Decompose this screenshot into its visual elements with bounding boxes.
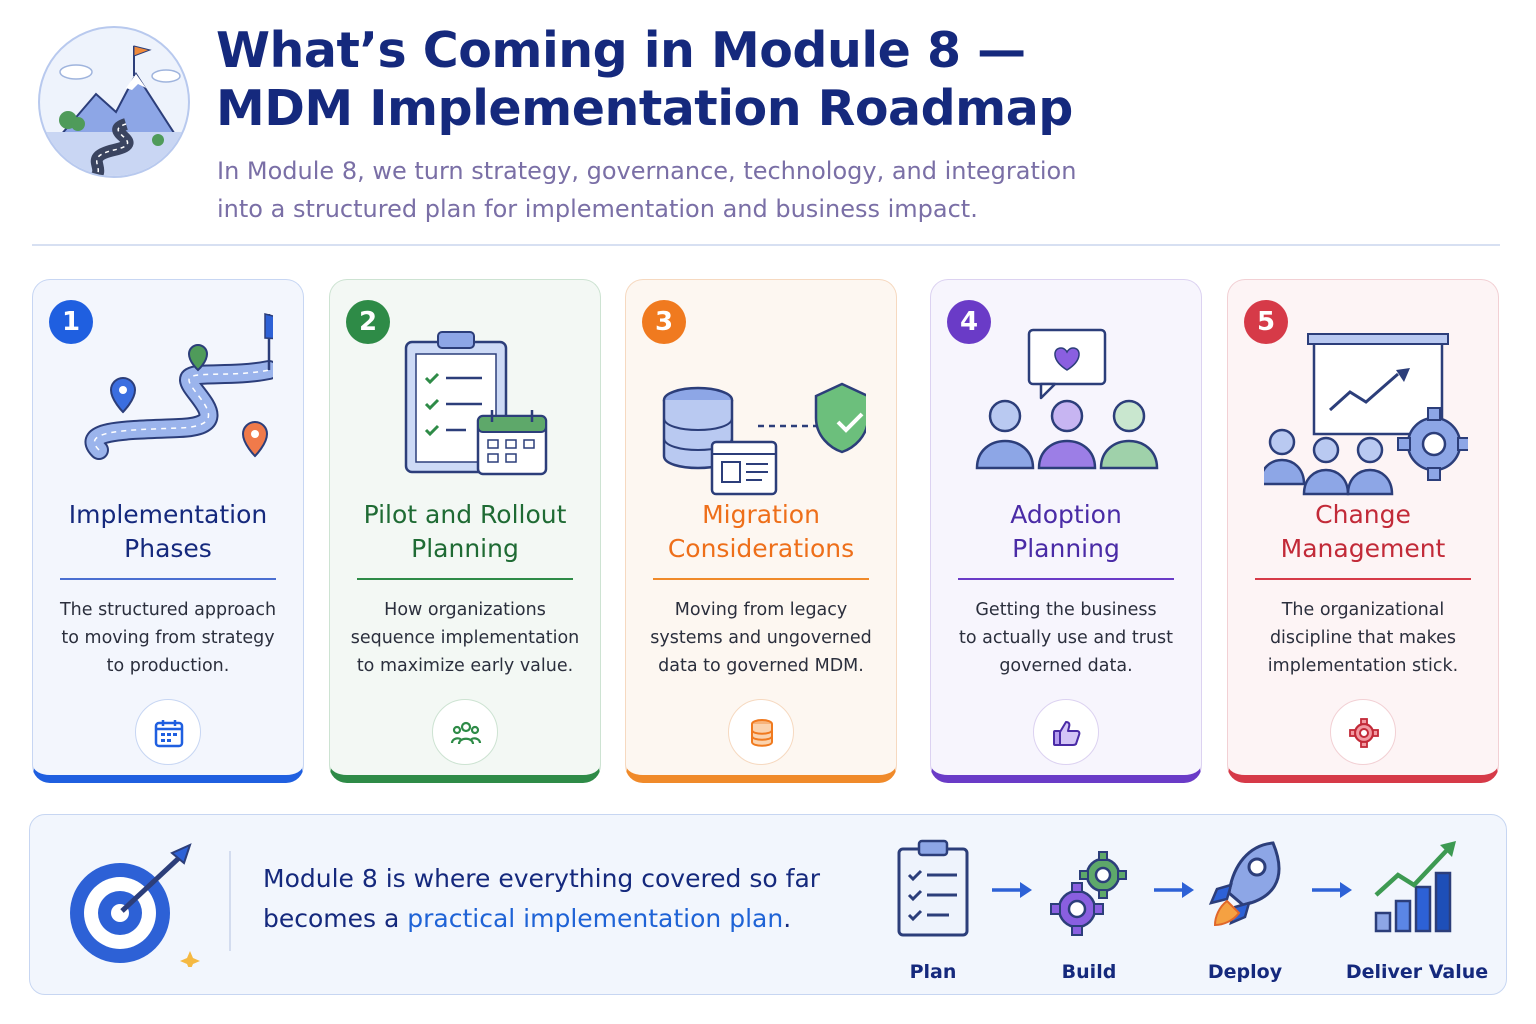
thumbs-up-icon [1033, 699, 1099, 765]
summary-suffix: . [783, 904, 792, 933]
team-growth-gear-icon [1264, 333, 1468, 496]
card-implementation-phases: 1 Implementation Phases The structured a… [32, 279, 304, 783]
team-icon [432, 699, 498, 765]
card-description-line: data to governed MDM. [658, 656, 864, 676]
card-description-line: to actually use and trust [959, 628, 1173, 648]
gears-icon [1050, 851, 1127, 936]
title-line-1: What’s Coming in Module 8 — [216, 22, 1026, 79]
card-title-line: Adoption [1010, 500, 1122, 529]
step-label: Plan [909, 961, 957, 983]
card-rule [60, 578, 276, 580]
people-heart-icon [975, 328, 1159, 470]
card-adoption-planning: 4 Adoption Planning Getting the business… [930, 279, 1202, 783]
step-label: Build [1061, 961, 1117, 983]
step-deliver-value: Deliver Value [1346, 833, 1488, 993]
card-description: How organizations sequence implementatio… [348, 596, 582, 680]
card-description-line: The organizational [1281, 600, 1445, 620]
clipboard-icon [897, 839, 969, 937]
step-deploy: Deploy [1180, 833, 1310, 993]
card-rule [1255, 578, 1471, 580]
summary-line-1: Module 8 is where everything covered so … [263, 864, 821, 893]
card-rule [653, 578, 869, 580]
card-title-line: Considerations [667, 534, 855, 563]
card-description-line: sequence implementation [350, 628, 580, 648]
step-number-badge: 4 [947, 300, 991, 344]
card-title-line: Migration [702, 500, 820, 529]
card-description-line: to production. [106, 656, 230, 676]
calendar-icon [135, 699, 201, 765]
card-title: Pilot and Rollout Planning [330, 498, 600, 566]
card-description-line: governed data. [999, 656, 1133, 676]
database-icon [728, 699, 794, 765]
growth-chart-icon [1374, 841, 1456, 933]
header-divider [32, 244, 1500, 246]
arrow-right-icon [1312, 882, 1352, 898]
card-description-line: The structured approach [59, 600, 277, 620]
card-title: Adoption Planning [931, 498, 1201, 566]
summary-banner: Module 8 is where everything covered so … [29, 814, 1507, 995]
card-description: The structured approach to moving from s… [51, 596, 285, 680]
card-title-line: Implementation [68, 500, 268, 529]
card-description: The organizational discipline that makes… [1246, 596, 1480, 680]
winding-road-icon [84, 313, 273, 460]
card-description-line: How organizations [384, 600, 546, 620]
card-title-line: Phases [124, 534, 212, 563]
card-description-line: discipline that makes [1269, 628, 1457, 648]
subtitle-line-1: In Module 8, we turn strategy, governanc… [217, 157, 1077, 185]
card-description-line: implementation stick. [1267, 656, 1459, 676]
card-description-line: systems and ungoverned [650, 628, 872, 648]
card-title-line: Change [1315, 500, 1411, 529]
card-title-line: Pilot and Rollout [363, 500, 567, 529]
mountain-road-illustration [38, 26, 190, 178]
title-line-2: MDM Implementation Roadmap [216, 80, 1073, 137]
summary-prefix: becomes a [263, 904, 408, 933]
rocket-icon [1208, 841, 1281, 927]
arrow-right-icon [1154, 882, 1194, 898]
card-description: Moving from legacy systems and ungoverne… [644, 596, 878, 680]
step-build: Build [1024, 833, 1154, 993]
summary-statement: Module 8 is where everything covered so … [263, 859, 843, 939]
card-title: Implementation Phases [33, 498, 303, 566]
card-title: Change Management [1228, 498, 1498, 566]
summary-line-2: becomes a practical implementation plan. [263, 899, 843, 939]
card-description: Getting the business to actually use and… [949, 596, 1183, 680]
target-arrow-icon [70, 843, 200, 967]
card-title-line: Planning [1012, 534, 1120, 563]
step-number-badge: 5 [1244, 300, 1288, 344]
page-subtitle: In Module 8, we turn strategy, governanc… [217, 152, 1217, 228]
step-number-badge: 2 [346, 300, 390, 344]
database-migration-icon [662, 382, 866, 496]
card-change-management: 5 Change Management The organizational d… [1227, 279, 1499, 783]
page-title: What’s Coming in Module 8 — MDM Implemen… [216, 22, 1216, 138]
subtitle-line-2: into a structured plan for implementatio… [217, 195, 978, 223]
summary-divider [229, 851, 231, 951]
card-description-line: to maximize early value. [356, 656, 574, 676]
card-description-line: Moving from legacy [674, 600, 848, 620]
step-plan: Plan [868, 833, 998, 993]
card-title-line: Management [1280, 534, 1446, 563]
arrow-right-icon [992, 882, 1032, 898]
clipboard-calendar-icon [404, 331, 548, 476]
gear-icon [1330, 699, 1396, 765]
card-description-line: to moving from strategy [61, 628, 275, 648]
step-label: Deploy [1207, 961, 1283, 983]
card-title-line: Planning [411, 534, 519, 563]
step-label: Deliver Value [1345, 961, 1489, 983]
step-number-badge: 1 [49, 300, 93, 344]
card-migration-considerations: 3 Migration Considerations Moving from l… [625, 279, 897, 783]
card-rule [357, 578, 573, 580]
card-description-line: Getting the business [975, 600, 1157, 620]
step-number-badge: 3 [642, 300, 686, 344]
card-title: Migration Considerations [626, 498, 896, 566]
card-rule [958, 578, 1174, 580]
card-pilot-rollout-planning: 2 Pilot and Rollout Planning How organiz… [329, 279, 601, 783]
summary-highlight: practical implementation plan [407, 904, 784, 933]
